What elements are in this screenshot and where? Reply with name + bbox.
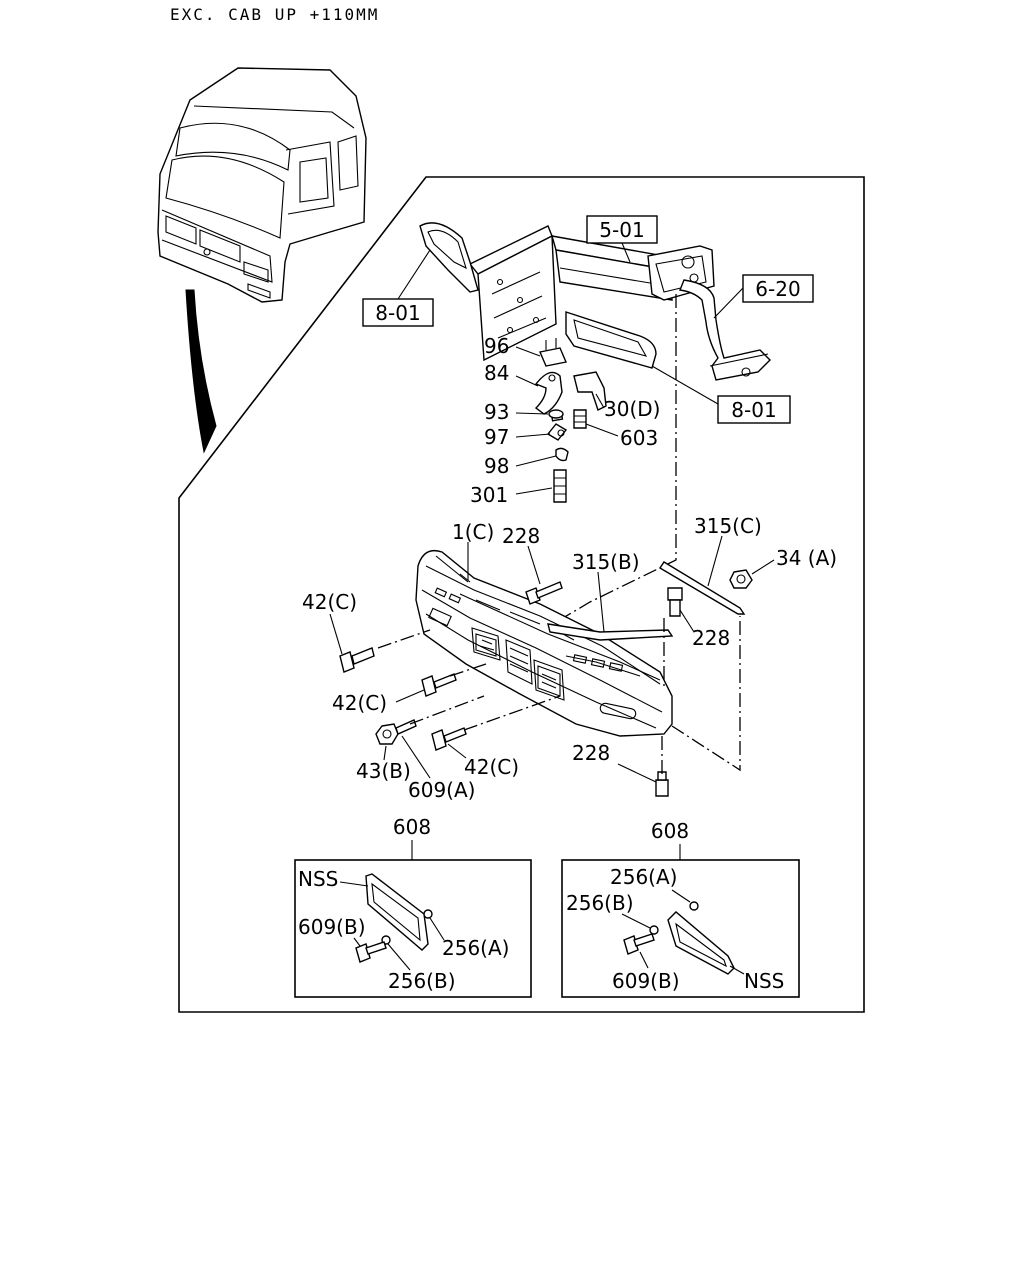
callout-43b: 43(B) <box>356 759 411 783</box>
callout-93: 93 <box>484 400 509 424</box>
callout-301: 301 <box>470 483 508 507</box>
svg-text:5-01: 5-01 <box>599 218 644 242</box>
inset-left-256b: 256(B) <box>388 969 456 993</box>
svg-text:8-01: 8-01 <box>731 398 776 422</box>
callout-228-top: 228 <box>502 524 540 548</box>
inset-right-256a: 256(A) <box>610 865 677 889</box>
bracket-hardware-stack <box>534 338 607 503</box>
boxed-label-5-01: 5-01 <box>586 215 658 244</box>
callout-315c: 315(C) <box>694 514 762 538</box>
bumper-fasteners <box>339 569 753 797</box>
frame-rail-assembly <box>419 222 771 381</box>
callout-228-right: 228 <box>692 626 730 650</box>
bumper-stays <box>547 561 746 641</box>
callout-1c: 1(C) <box>452 520 494 544</box>
callout-96: 96 <box>484 334 509 358</box>
callout-98: 98 <box>484 454 509 478</box>
inset-right-parts <box>623 901 735 975</box>
inset-left-parts <box>355 873 433 963</box>
callout-603: 603 <box>620 426 658 450</box>
svg-text:6-20: 6-20 <box>755 277 800 301</box>
inset-right-256b: 256(B) <box>566 891 634 915</box>
callout-30d: 30(D) <box>604 397 660 421</box>
inset-left-box <box>294 859 532 998</box>
boxed-label-8-01-right: 8-01 <box>717 395 791 424</box>
callout-42c-mid-left: 42(C) <box>332 691 387 715</box>
front-bumper <box>415 549 673 737</box>
inset-left-609b: 609(B) <box>298 915 366 939</box>
callout-228-bottom: 228 <box>572 741 610 765</box>
callout-42c-bottom: 42(C) <box>464 755 519 779</box>
view-direction-arrow <box>185 289 217 454</box>
callout-84: 84 <box>484 361 509 385</box>
inset-right-box <box>561 859 800 998</box>
inset-right-nss: NSS <box>744 969 784 993</box>
inset-left-256a: 256(A) <box>442 936 509 960</box>
truck-cab-illustration <box>157 67 367 303</box>
callout-42c-upper-left: 42(C) <box>302 590 357 614</box>
inset-right-609b: 609(B) <box>612 969 680 993</box>
boxed-label-8-01-left: 8-01 <box>362 298 434 327</box>
callout-315b: 315(B) <box>572 550 640 574</box>
callout-34a: 34 (A) <box>776 546 837 570</box>
callout-609a: 609(A) <box>408 778 475 802</box>
callout-608-right: 608 <box>651 819 689 843</box>
inset-left-nss: NSS <box>298 867 338 891</box>
boxed-label-6-20: 6-20 <box>742 274 814 303</box>
callout-97: 97 <box>484 425 509 449</box>
diagram-header: EXC. CAB UP +110MM <box>170 5 379 24</box>
svg-text:8-01: 8-01 <box>375 301 420 325</box>
main-detail-frame <box>178 176 865 1013</box>
callout-608-left: 608 <box>393 815 431 839</box>
